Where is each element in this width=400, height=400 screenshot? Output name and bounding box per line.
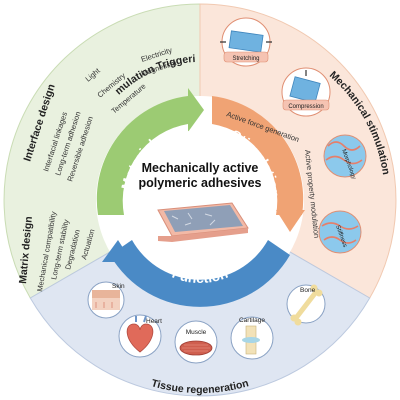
heart-label: Heart (146, 318, 162, 325)
morphology-illustration: Morphology (323, 134, 367, 180)
section-title-matrix-design: Matrix design (17, 216, 35, 284)
skin-illustration: Skin (87, 281, 125, 319)
stiffness-illustration: Stiffness (318, 210, 362, 254)
muscle-illustration: Muscle (174, 320, 218, 364)
materials-arrow-head (188, 88, 204, 132)
stretching-label: Stretching (232, 56, 259, 62)
stimulation-arrow-head (276, 210, 305, 232)
center-title-line2: polymeric adhesives (139, 176, 262, 190)
stimulation-arrow (212, 96, 304, 215)
center-disk (130, 130, 270, 270)
compression-label: Compression (288, 104, 323, 110)
stretching-illustration: Stretching (220, 17, 272, 67)
muscle-label: Muscle (186, 329, 207, 336)
ring-label-function: Function (170, 265, 230, 286)
function-arrow (110, 240, 290, 307)
center-title-line1: Mechanically active (142, 161, 259, 175)
adhesive-patch-icon (157, 202, 249, 242)
skin-label: Skin (112, 283, 125, 290)
cartilage-illustration: Cartilage (230, 316, 274, 360)
compression-illustration: Compression (281, 67, 331, 117)
function-arrow-head (102, 240, 132, 262)
bone-label: Bone (300, 287, 316, 294)
bone-illustration: Bone (286, 284, 326, 326)
heart-illustration: Heart (118, 314, 162, 358)
materials-arrow (96, 96, 188, 215)
cartilage-label: Cartilage (239, 317, 265, 324)
